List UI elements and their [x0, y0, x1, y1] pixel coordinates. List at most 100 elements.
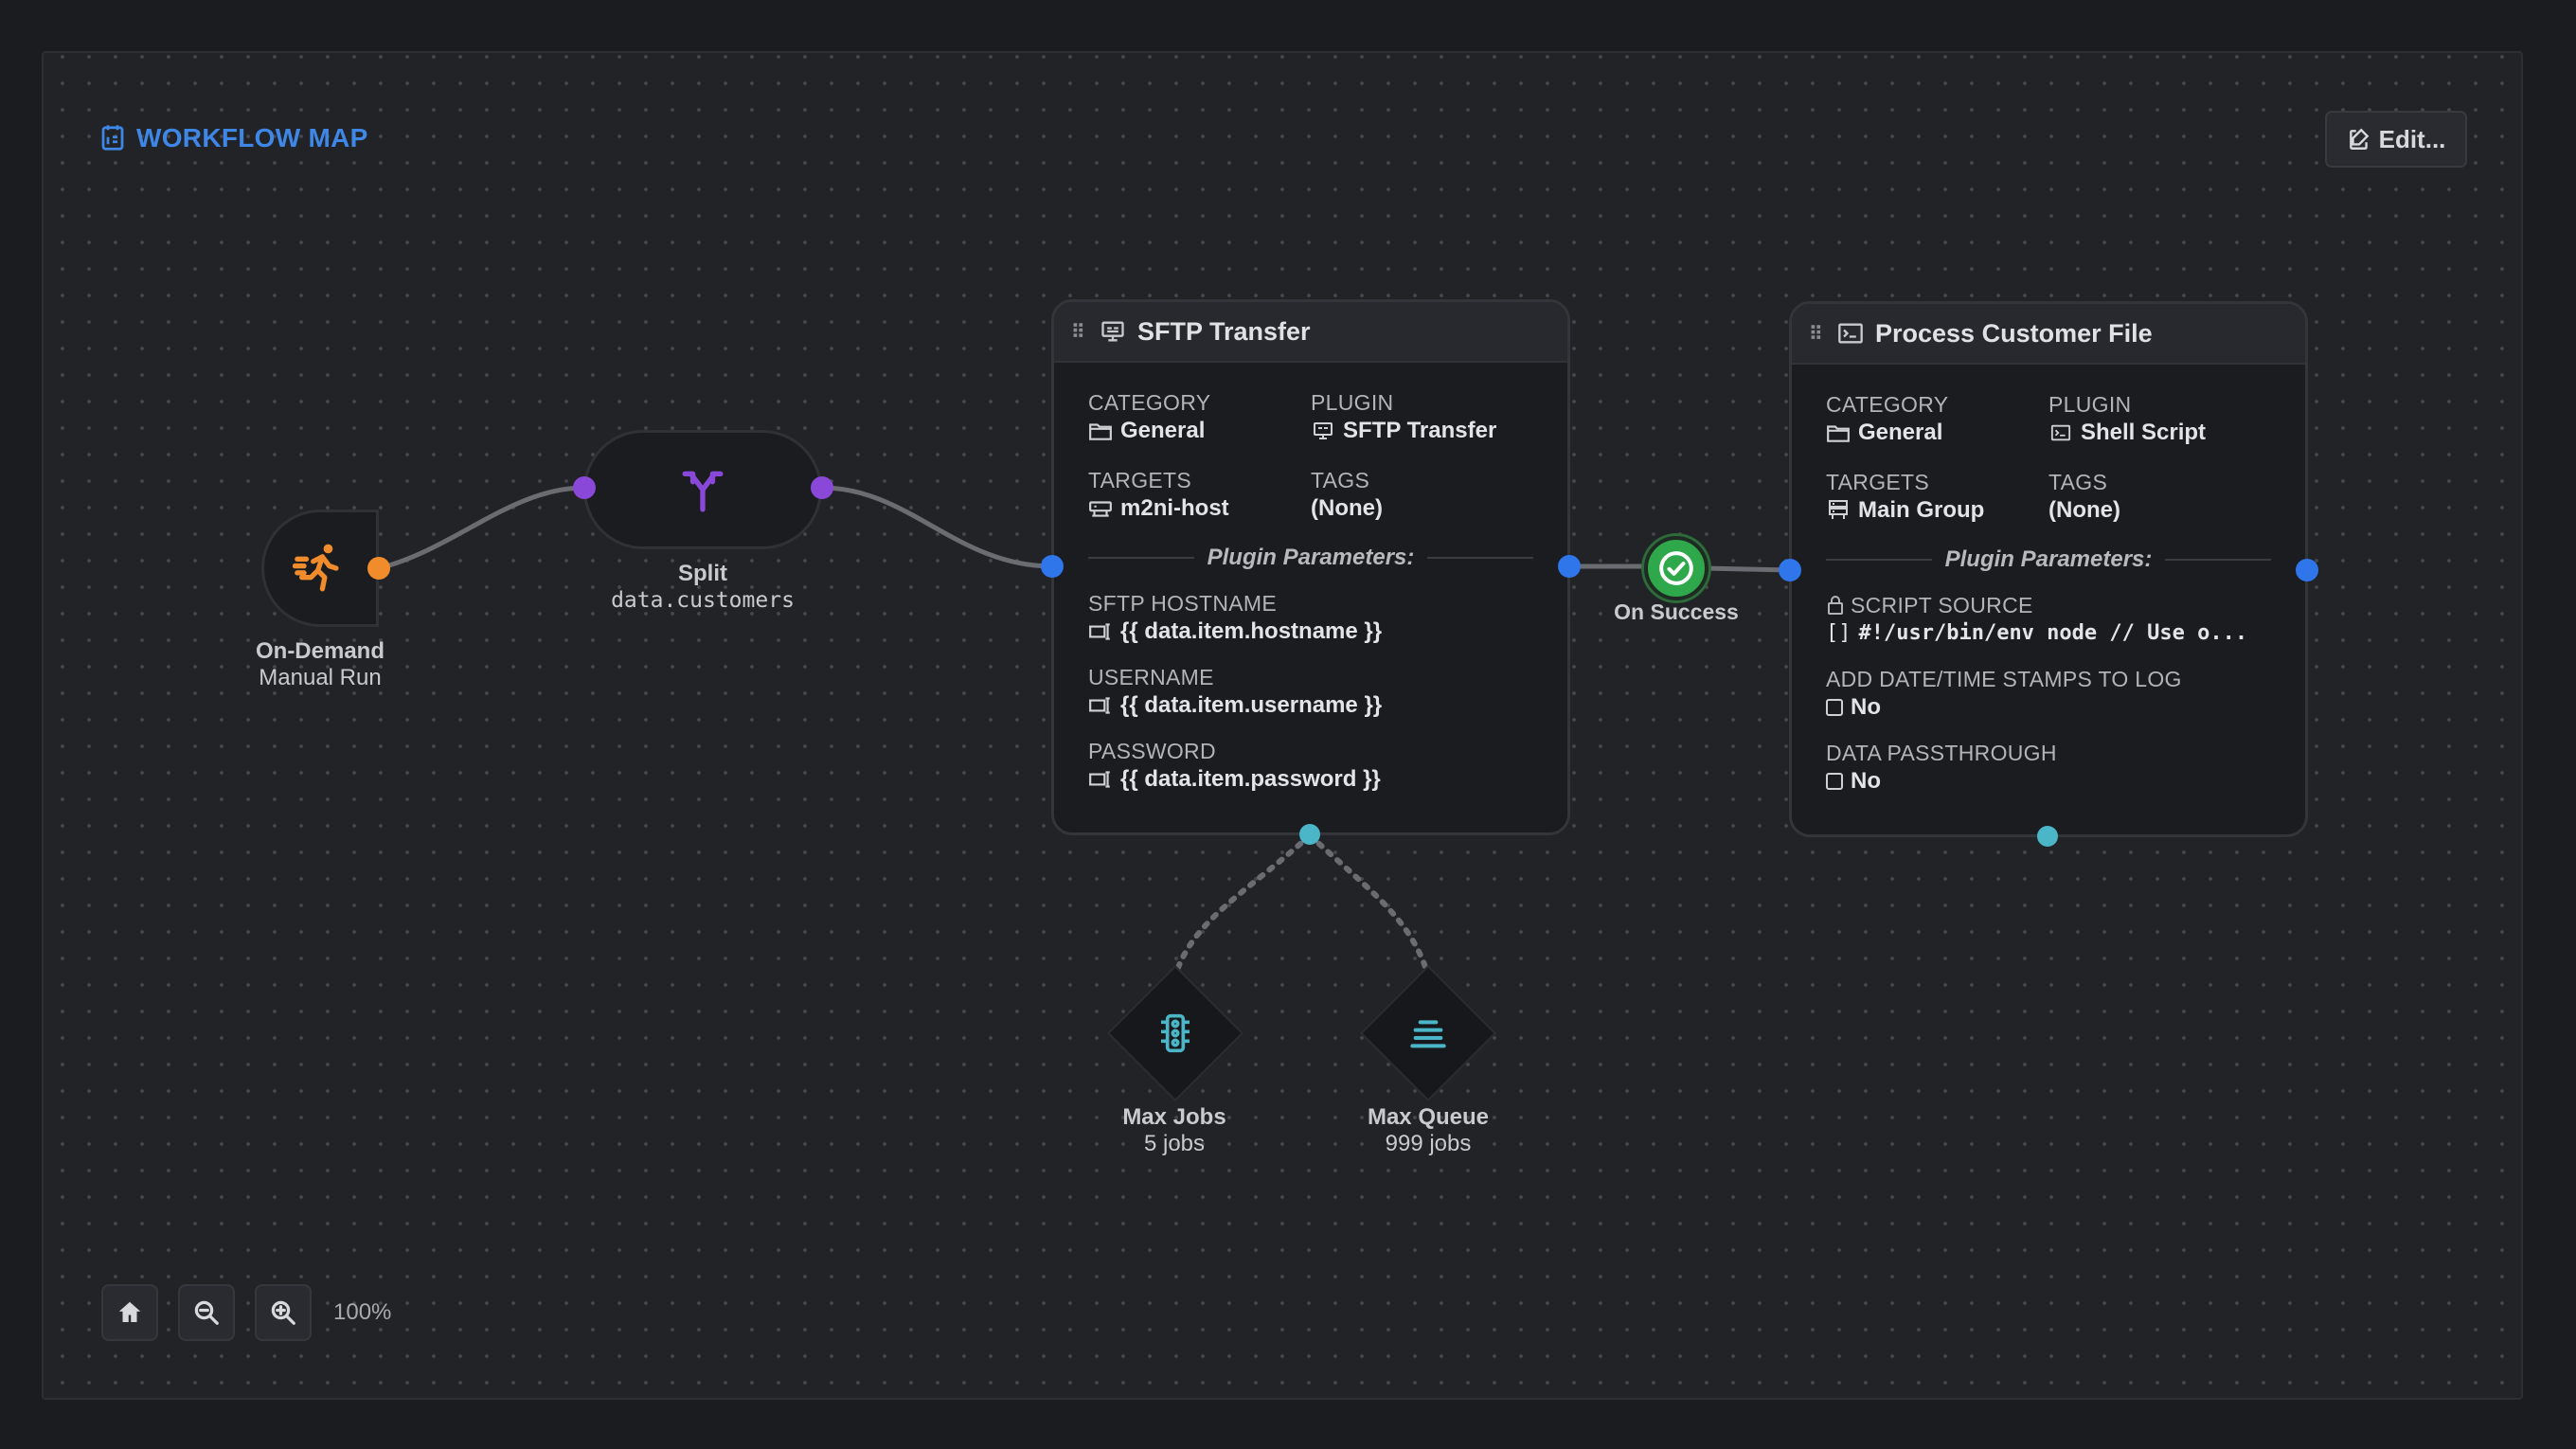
trigger-sub: Manual Run	[259, 665, 382, 690]
zoom-out-icon	[194, 1300, 219, 1325]
process-limit-port[interactable]	[2037, 826, 2058, 847]
max-jobs-name: Max Jobs	[1122, 1104, 1226, 1130]
targets-value: m2ni-host	[1088, 493, 1311, 524]
template-field-icon	[1089, 623, 1110, 640]
terminal-icon	[2050, 424, 2071, 441]
zoom-reset-button[interactable]	[101, 1284, 158, 1341]
drag-handle-icon[interactable]: ⠿	[1809, 323, 1823, 345]
split-input-port[interactable]	[573, 476, 596, 499]
sftp-plugin-icon	[1314, 422, 1333, 439]
plugin-label: PLUGIN	[2048, 392, 2132, 417]
tags-label: TAGS	[1311, 468, 1370, 492]
trigger-label: On-Demand Manual Run	[225, 638, 415, 691]
split-icon	[682, 471, 724, 512]
template-field-icon	[1089, 771, 1110, 788]
param-text: {{ data.item.hostname }}	[1120, 618, 1383, 644]
param-password: PASSWORD {{ data.item.password }}	[1088, 738, 1533, 795]
param-label: ADD DATE/TIME STAMPS TO LOG	[1826, 667, 2182, 691]
terminal-icon	[1838, 323, 1863, 344]
running-person-icon	[293, 544, 339, 592]
plugin-value: SFTP Transfer	[1311, 416, 1533, 446]
plugin-label: PLUGIN	[1311, 390, 1394, 415]
split-node[interactable]	[583, 430, 822, 549]
targets-text: Main Group	[1858, 497, 1985, 523]
trigger-output-port[interactable]	[367, 557, 390, 580]
process-output-port[interactable]	[2296, 559, 2318, 581]
checkbox-icon	[1826, 773, 1843, 790]
check-icon	[1659, 551, 1693, 585]
sftp-output-port[interactable]	[1558, 555, 1581, 578]
zoom-in-button[interactable]	[255, 1284, 312, 1341]
param-label: SCRIPT SOURCE	[1826, 592, 2271, 618]
param-script-source: SCRIPT SOURCE [] #!/usr/bin/env node // …	[1826, 592, 2271, 649]
on-success-condition[interactable]	[1644, 536, 1708, 600]
workflow-map-title: WORKFLOW MAP	[98, 123, 368, 153]
tags-value: (None)	[1311, 495, 1383, 521]
process-card-title: Process Customer File	[1875, 318, 2153, 348]
plugin-text: Shell Script	[2081, 420, 2207, 445]
traffic-light-icon	[1147, 1005, 1204, 1062]
sftp-card-title: SFTP Transfer	[1137, 316, 1311, 346]
zoom-level: 100%	[333, 1299, 392, 1325]
param-text: {{ data.item.password }}	[1120, 766, 1381, 792]
on-success-label: On Success	[1614, 599, 1739, 624]
param-value: {{ data.item.password }}	[1088, 764, 1533, 795]
process-card-header[interactable]: ⠿ Process Customer File	[1792, 304, 2305, 365]
sftp-icon	[1101, 321, 1124, 342]
process-input-port[interactable]	[1779, 559, 1801, 581]
max-jobs-value: 5 jobs	[1143, 1131, 1206, 1156]
page-title: WORKFLOW MAP	[136, 123, 368, 152]
edit-button[interactable]: Edit...	[2325, 111, 2467, 168]
drag-handle-icon[interactable]: ⠿	[1071, 321, 1085, 343]
plugin-params-separator: Plugin Parameters:	[1088, 545, 1533, 571]
plugin-value: Shell Script	[2048, 418, 2271, 448]
param-value: No	[1826, 692, 2271, 723]
split-path: data.customers	[611, 588, 795, 613]
workflow-icon	[101, 125, 124, 151]
split-output-port[interactable]	[811, 476, 833, 499]
param-label: USERNAME	[1088, 665, 1214, 689]
plugin-params-separator: Plugin Parameters:	[1826, 546, 2271, 573]
sftp-transfer-card[interactable]: ⠿ SFTP Transfer CATEGORY General PLUGIN …	[1051, 299, 1570, 835]
category-value: General	[1826, 418, 2048, 448]
targets-text: m2ni-host	[1120, 495, 1229, 521]
targets-value: Main Group	[1826, 495, 2048, 526]
max-jobs-label: Max Jobs 5 jobs	[1080, 1104, 1269, 1157]
checkbox-icon	[1826, 699, 1843, 716]
server-group-icon	[1829, 500, 1848, 519]
param-label: PASSWORD	[1088, 739, 1216, 763]
queue-icon	[1400, 1005, 1457, 1062]
script-text: #!/usr/bin/env node // Use o...	[1858, 621, 2248, 645]
param-value: [] #!/usr/bin/env node // Use o...	[1826, 618, 2271, 649]
category-value: General	[1088, 416, 1311, 446]
category-text: General	[1858, 420, 1943, 445]
plugin-text: SFTP Transfer	[1343, 418, 1497, 443]
trigger-name: On-Demand	[255, 638, 385, 664]
sftp-card-header[interactable]: ⠿ SFTP Transfer	[1054, 302, 1567, 363]
edit-button-label: Edit...	[2378, 124, 2446, 153]
sftp-input-port[interactable]	[1041, 555, 1064, 578]
script-label-text: SCRIPT SOURCE	[1851, 593, 2033, 617]
zoom-in-icon	[271, 1300, 295, 1325]
category-label: CATEGORY	[1088, 390, 1211, 415]
template-field-icon	[1089, 697, 1110, 714]
tags-label: TAGS	[2048, 470, 2108, 494]
param-text: No	[1851, 694, 1881, 720]
lock-icon	[1828, 596, 1843, 615]
process-customer-file-card[interactable]: ⠿ Process Customer File CATEGORY General…	[1789, 301, 2308, 837]
split-name: Split	[678, 561, 727, 586]
folder-icon	[1089, 423, 1112, 440]
zoom-out-button[interactable]	[178, 1284, 235, 1341]
param-value: No	[1826, 766, 2271, 796]
tags-value: (None)	[2048, 497, 2120, 523]
sftp-limit-port[interactable]	[1299, 824, 1320, 845]
param-username: USERNAME {{ data.item.username }}	[1088, 664, 1533, 721]
targets-label: TARGETS	[1826, 470, 1930, 494]
trigger-node[interactable]	[261, 510, 379, 627]
param-text: No	[1851, 768, 1881, 794]
server-icon	[1089, 501, 1112, 517]
param-sftp-hostname: SFTP HOSTNAME {{ data.item.hostname }}	[1088, 590, 1533, 647]
plugin-params-heading: Plugin Parameters:	[1944, 546, 2153, 572]
targets-label: TARGETS	[1088, 468, 1192, 492]
max-queue-name: Max Queue	[1367, 1104, 1490, 1130]
